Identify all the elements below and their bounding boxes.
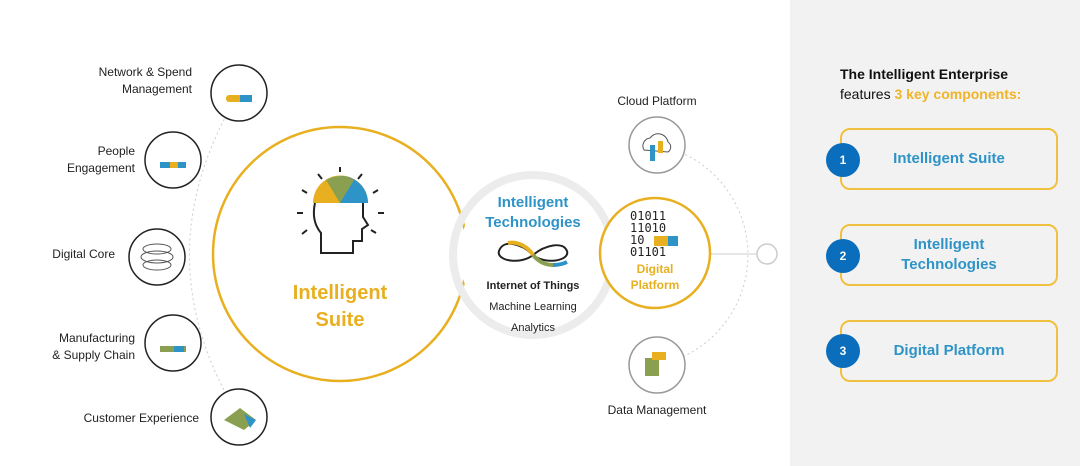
- left-item-network-spend: Network & Spend Management: [98, 65, 192, 96]
- components-panel: The Intelligent Enterprise features 3 ke…: [790, 0, 1080, 466]
- left-item-people: People Engagement: [66, 144, 135, 175]
- digital-core-icon: [128, 228, 186, 286]
- binary-row: 01101: [630, 245, 667, 259]
- sub-highlight: 3 key components:: [894, 86, 1022, 102]
- panel-heading: The Intelligent Enterprise: [840, 66, 1009, 82]
- platform-title-line2: Platform: [630, 278, 680, 292]
- cloud-icon: [628, 116, 686, 174]
- component-badge: 3: [826, 334, 860, 368]
- platform-title-line1: Digital: [636, 262, 674, 276]
- suite-title-line1: Intelligent: [292, 282, 388, 304]
- panel-subheading: features 3 key components:: [840, 86, 1021, 102]
- component-label: Intelligent Technologies: [901, 236, 997, 273]
- left-item-customer-experience: Customer Experience: [83, 411, 199, 425]
- platform-title: Digital Platform: [615, 261, 695, 293]
- tech-title-line1: Intelligent: [497, 194, 569, 211]
- left-item-digital-core: Digital Core: [52, 247, 115, 261]
- left-item-manufacturing: Manufacturing & Supply Chain: [52, 331, 135, 362]
- binary-row: 01011: [630, 209, 667, 223]
- component-badge: 1: [826, 143, 860, 177]
- component-label: Intelligent Suite: [893, 150, 1005, 167]
- diagram-graphics: [128, 64, 778, 446]
- connector-node: [756, 243, 778, 265]
- sub-prefix: features: [840, 86, 895, 102]
- tech-item: Machine Learning: [489, 301, 577, 313]
- component-box-2: Intelligent Technologies: [840, 224, 1058, 286]
- infinity-icon: [497, 240, 569, 267]
- left-dotted-arc: [189, 92, 240, 418]
- network-spend-icon: [210, 64, 268, 122]
- binary-row: 11010: [630, 221, 667, 235]
- component-box-1: Intelligent Suite: [840, 128, 1058, 190]
- people-icon: [144, 131, 202, 189]
- tech-title: Intelligent Technologies: [463, 193, 603, 233]
- component-box-3: Digital Platform: [840, 320, 1058, 382]
- right-dotted-arc: [656, 144, 749, 366]
- tech-item: Analytics: [510, 322, 556, 334]
- cloud-platform-label: Cloud Platform: [617, 94, 697, 108]
- tech-item: Internet of Things: [486, 280, 580, 292]
- suite-title: Intelligent Suite: [270, 280, 410, 334]
- tech-list: Internet of Things Machine Learning Anal…: [463, 276, 603, 339]
- factory-truck-icon: [144, 314, 202, 372]
- head-icon: [297, 167, 384, 254]
- binary-row: 10: [630, 233, 645, 247]
- component-badge: 2: [826, 239, 860, 273]
- binary-icon: 01011 11010 10 01101: [630, 210, 666, 258]
- platform-circle: [598, 196, 712, 310]
- component-label: Digital Platform: [893, 342, 1005, 359]
- suite-title-line2: Suite: [315, 309, 365, 331]
- tech-title-line2: Technologies: [485, 214, 581, 231]
- data-management-label: Data Management: [607, 403, 707, 417]
